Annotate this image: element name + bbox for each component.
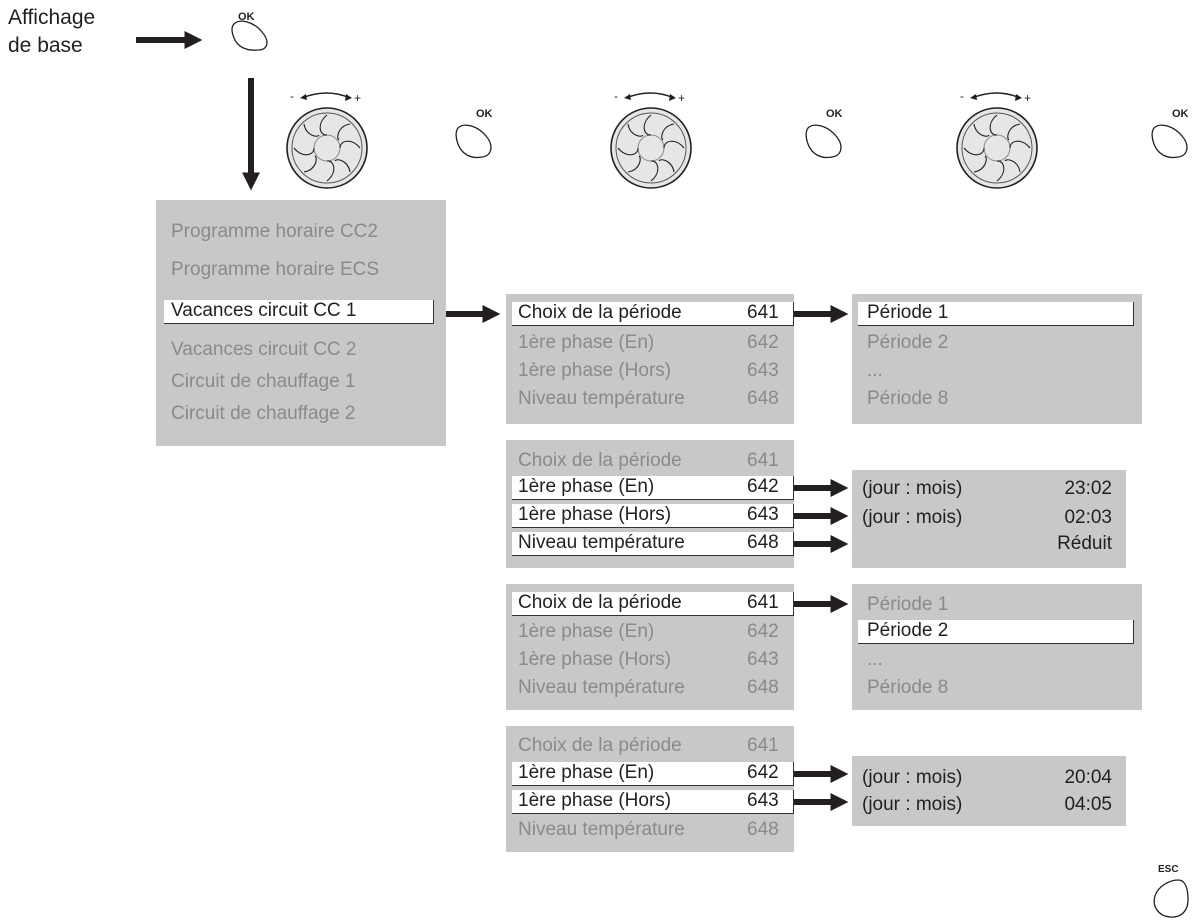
menu-item[interactable]: Vacances circuit CC 2 xyxy=(171,339,357,360)
ok-label: OK xyxy=(1172,108,1189,120)
knob-minus: - xyxy=(290,89,294,103)
submenu-item-selected[interactable]: 1ère phase (Hors)643 xyxy=(512,790,794,814)
knob-plus: + xyxy=(678,91,685,105)
menu-item[interactable]: Programme horaire ECS xyxy=(171,259,380,280)
period-item[interactable]: Période 2 xyxy=(867,332,949,353)
rotary-knob-2[interactable]: - + xyxy=(604,88,704,198)
ok-button-3[interactable]: OK xyxy=(1148,104,1194,164)
value-row[interactable]: (jour : mois)02:03 xyxy=(862,507,1112,528)
esc-button[interactable]: ESC xyxy=(1148,860,1192,920)
period-item: ... xyxy=(867,360,883,381)
ok-button-2[interactable]: OK xyxy=(802,104,848,164)
ok-button-icon xyxy=(1151,124,1188,159)
main-menu-panel: Programme horaire CC2 Programme horaire … xyxy=(156,200,446,446)
values-panel-1: (jour : mois)23:02 (jour : mois)02:03 Ré… xyxy=(852,470,1126,568)
knob-minus: - xyxy=(614,89,618,103)
ok-label: OK xyxy=(826,108,843,120)
start-label: Affichage de base xyxy=(8,4,95,60)
value-row[interactable]: Réduit xyxy=(1057,533,1112,554)
rotary-knob-3[interactable]: - + xyxy=(950,88,1050,198)
knob-plus: + xyxy=(354,91,361,105)
esc-label: ESC xyxy=(1158,864,1179,875)
value-row[interactable]: (jour : mois)20:04 xyxy=(862,767,1112,788)
period-item[interactable]: Période 8 xyxy=(867,388,949,409)
rotary-knob-icon: - + xyxy=(956,89,1038,189)
ok-button-icon xyxy=(455,124,492,159)
submenu-item-selected[interactable]: 1ère phase (En)642 xyxy=(512,476,794,500)
value-row[interactable]: (jour : mois)04:05 xyxy=(862,794,1112,815)
start-label-line-1: Affichage xyxy=(8,6,96,29)
rotary-knob-icon: - + xyxy=(286,89,368,189)
period-item[interactable]: Période 8 xyxy=(867,677,949,698)
period-item-selected[interactable]: Période 1 xyxy=(858,302,1134,326)
submenu-item[interactable]: 1ère phase (Hors)643 xyxy=(518,649,779,670)
rotary-knob-1[interactable]: - + xyxy=(280,88,380,198)
value-row[interactable]: (jour : mois)23:02 xyxy=(862,478,1112,499)
submenu-item[interactable]: 1ère phase (En)642 xyxy=(518,621,779,642)
period-list-panel-1: Période 1 Période 2 ... Période 8 xyxy=(852,294,1142,424)
period-item[interactable]: Période 1 xyxy=(867,594,949,615)
period-item: ... xyxy=(867,649,883,670)
esc-button-icon xyxy=(1153,879,1189,918)
menu-item[interactable]: Circuit de chauffage 1 xyxy=(171,371,356,392)
submenu-item[interactable]: 1ère phase (Hors)643 xyxy=(518,360,779,381)
ok-label: OK xyxy=(238,11,255,23)
submenu-item[interactable]: 1ère phase (En)642 xyxy=(518,332,779,353)
ok-button-icon xyxy=(231,20,268,51)
period-list-panel-2: Période 1 Période 2 ... Période 8 xyxy=(852,584,1142,710)
knob-plus: + xyxy=(1024,91,1031,105)
start-label-line-2: de base xyxy=(8,34,83,57)
values-panel-2: (jour : mois)20:04 (jour : mois)04:05 xyxy=(852,756,1126,826)
menu-item[interactable]: Programme horaire CC2 xyxy=(171,221,378,242)
menu-item[interactable]: Circuit de chauffage 2 xyxy=(171,403,356,424)
ok-label: OK xyxy=(476,108,493,120)
period-item-selected[interactable]: Période 2 xyxy=(858,620,1134,644)
submenu-item-selected[interactable]: 1ère phase (En)642 xyxy=(512,762,794,786)
ok-button-1[interactable]: OK xyxy=(452,104,498,164)
rotary-knob-icon: - + xyxy=(610,89,692,189)
knob-minus: - xyxy=(960,89,964,103)
ok-button-start[interactable]: OK xyxy=(228,8,274,52)
ok-button-icon xyxy=(805,124,842,159)
menu-item-selected[interactable]: Vacances circuit CC 1 xyxy=(164,300,434,324)
submenu-item-selected[interactable]: 1ère phase (Hors)643 xyxy=(512,504,794,528)
